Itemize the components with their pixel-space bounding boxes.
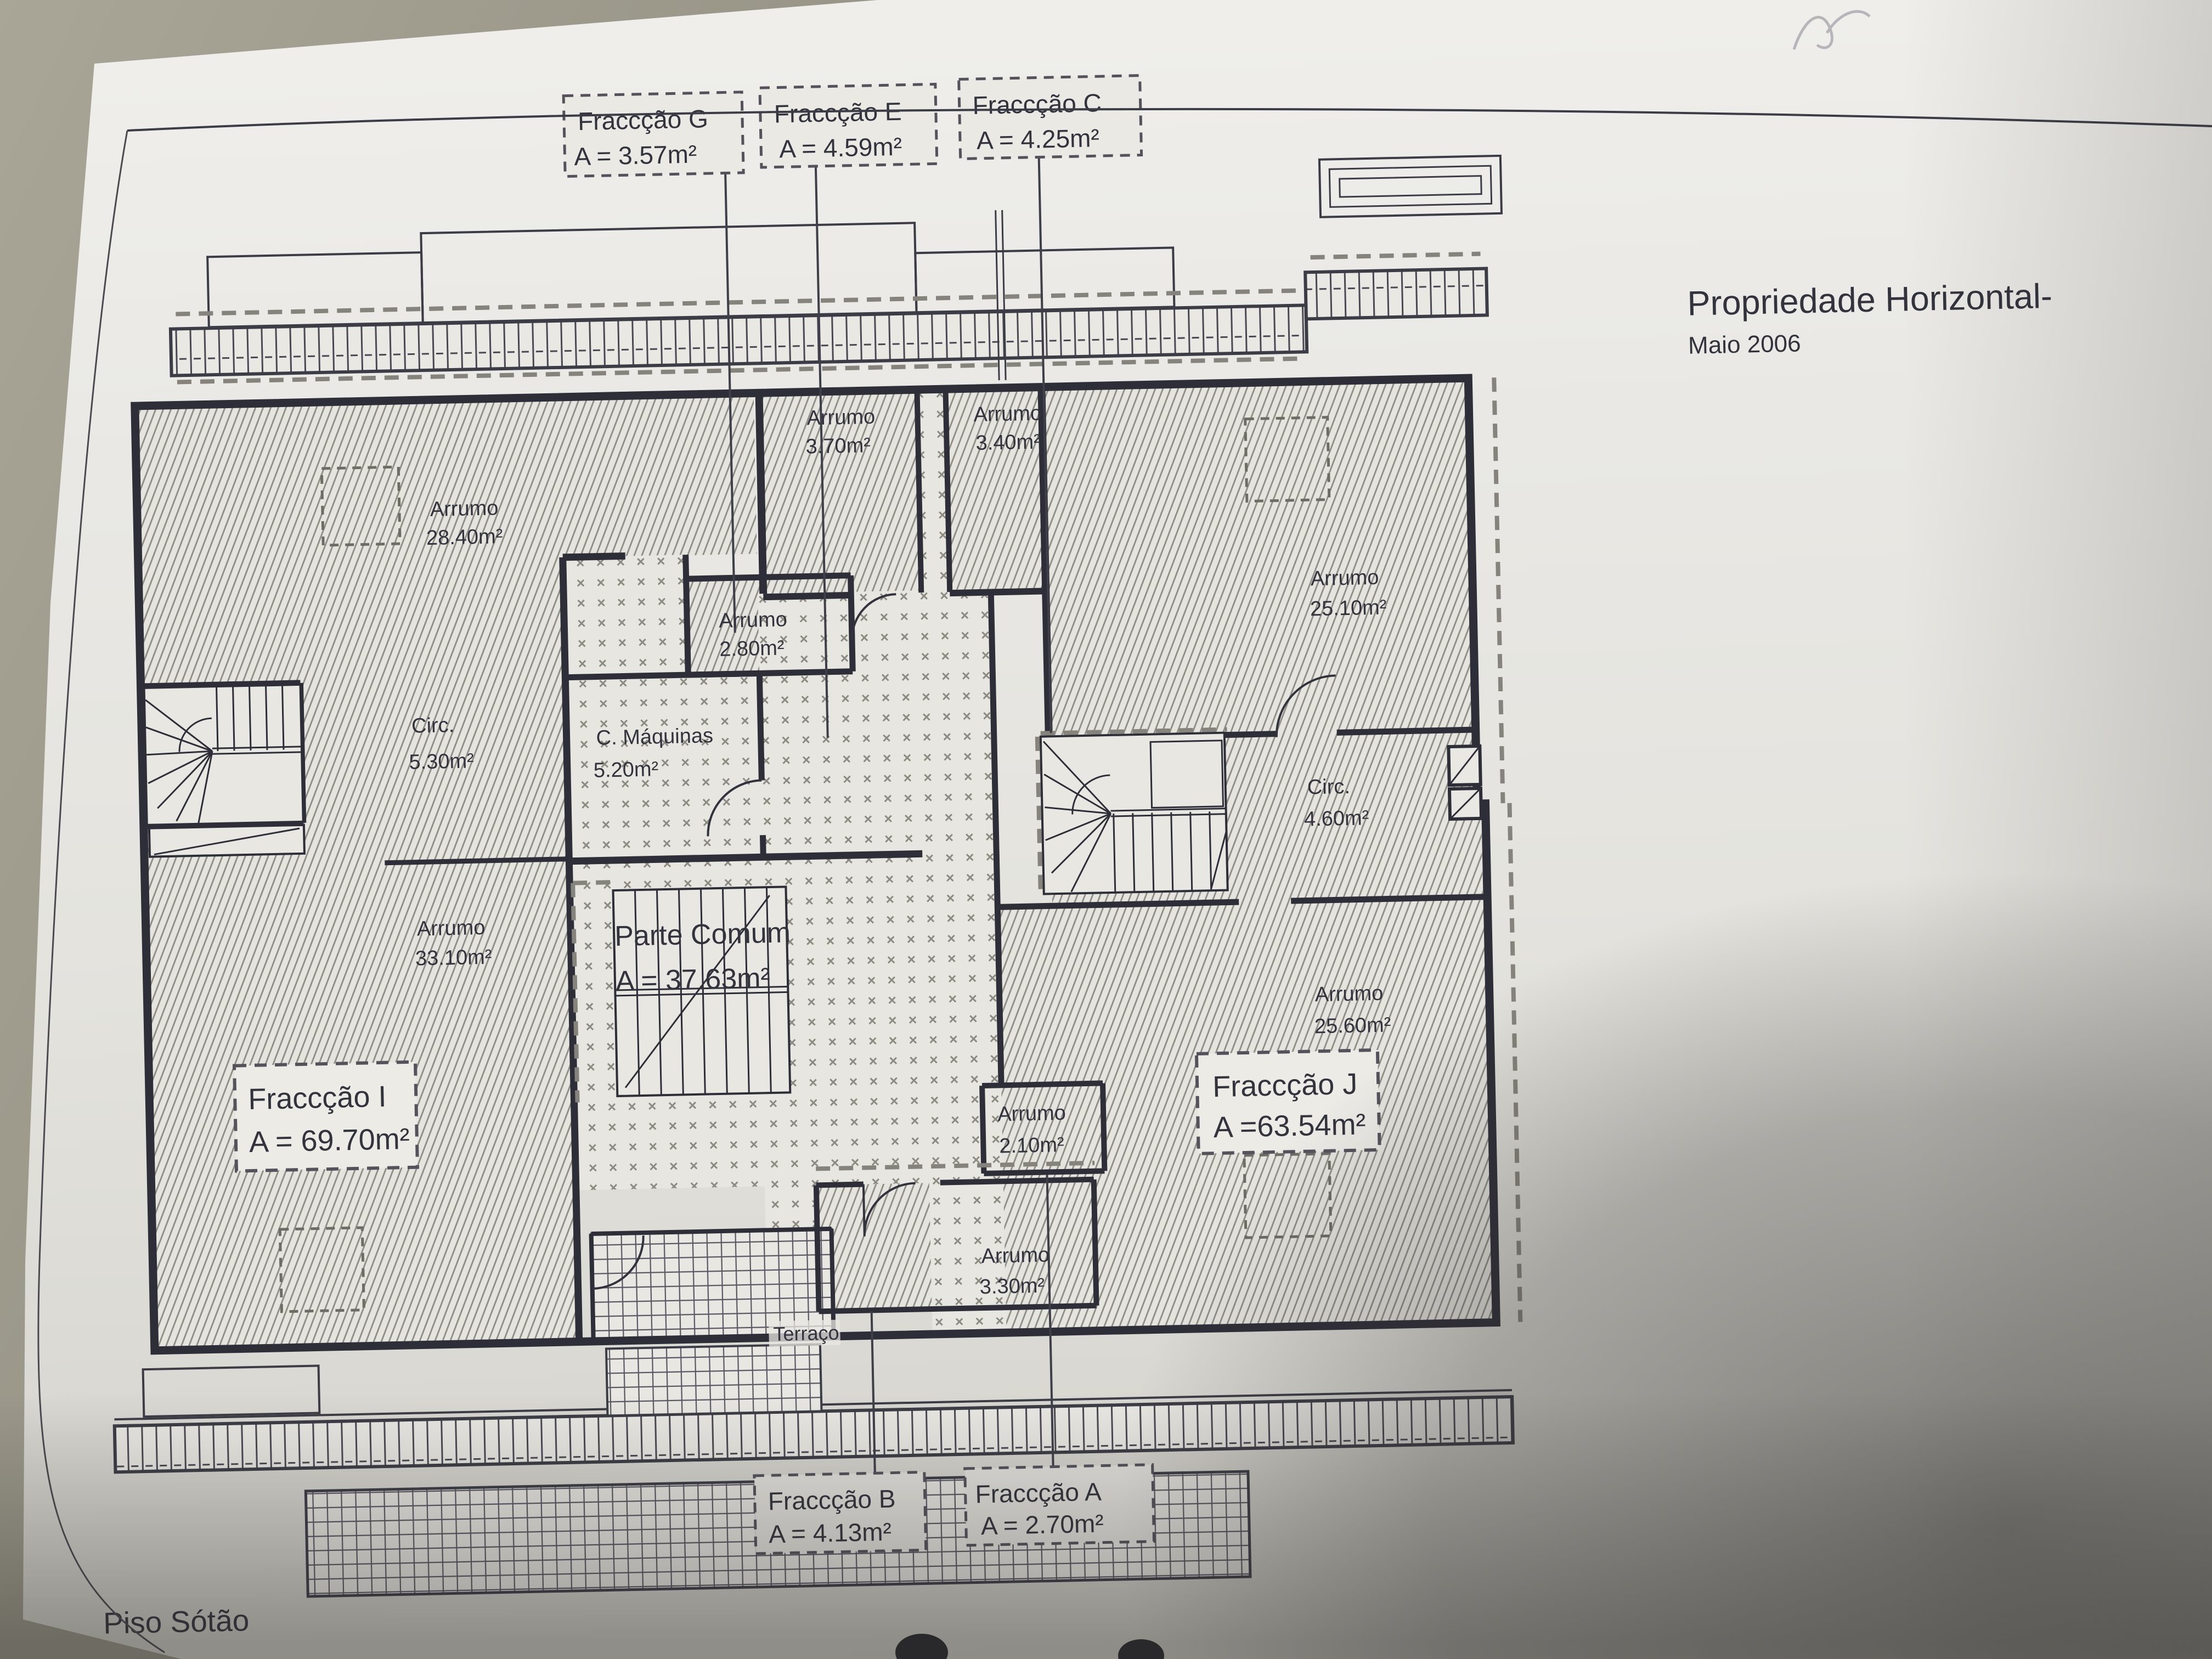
- room-arrumo-210-area: 2.10m²: [999, 1133, 1064, 1158]
- left-staircase: [143, 683, 306, 858]
- fraction-g-area: A = 3.57m²: [574, 140, 697, 171]
- fraction-box-e: Fraccção E A = 4.59m²: [758, 82, 939, 169]
- roof-parapet: [168, 154, 1503, 385]
- fraction-i-name: Fraccção I: [248, 1080, 387, 1116]
- punch-hole-left: [895, 1634, 948, 1659]
- room-arrumo-2510-label: Arrumo: [1310, 566, 1379, 591]
- room-arrumo-330-label: Arrumo: [981, 1244, 1049, 1268]
- fraction-g-name: Fraccção G: [578, 104, 709, 136]
- room-cmaquinas-area: 5.20m²: [593, 758, 658, 782]
- fraction-i-area: A = 69.70m²: [249, 1122, 410, 1159]
- room-circ-460-area: 4.60m²: [1304, 806, 1369, 831]
- parte-comum-area: A = 37.63m²: [615, 962, 770, 997]
- punch-hole-right: [1118, 1639, 1164, 1659]
- parte-comum-name: Parte Comum: [614, 917, 791, 952]
- fraction-a-name: Fraccção A: [975, 1477, 1102, 1509]
- drawing-rotated: Fraccção G A = 3.57m² Fraccção E A = 4.5…: [103, 74, 2053, 1640]
- room-arrumo-3310-label: Arrumo: [416, 916, 485, 941]
- room-arrumo-370-label: Arrumo: [806, 405, 875, 430]
- pencil-scribble: [1792, 10, 1871, 50]
- sheet-date: Maio 2006: [1688, 330, 1801, 359]
- fraction-b-name: Fraccção B: [768, 1485, 896, 1516]
- room-arrumo-210-label: Arrumo: [997, 1102, 1066, 1126]
- room-arrumo-2560-label: Arrumo: [1314, 982, 1383, 1007]
- fraction-b-area: A = 4.13m²: [769, 1517, 892, 1549]
- room-circ-460-label: Circ.: [1307, 775, 1350, 799]
- sheet-title: Propriedade Horizontal-: [1687, 277, 2053, 323]
- room-arrumo-2840-label: Arrumo: [430, 496, 498, 521]
- room-arrumo-2560-area: 25.60m²: [1314, 1013, 1391, 1038]
- room-arrumo-280-area: 2.80m²: [719, 636, 785, 661]
- punch-holes: [895, 1634, 1164, 1659]
- fraction-box-a: Fraccção A A = 2.70m²: [963, 1463, 1156, 1547]
- room-arrumo-2840-area: 28.40m²: [426, 525, 503, 550]
- fraction-j-area: A =63.54m²: [1213, 1108, 1366, 1144]
- fraction-a-area: A = 2.70m²: [980, 1509, 1104, 1541]
- fraction-c-area: A = 4.25m²: [976, 123, 1099, 155]
- shaft-boxes: [1447, 744, 1483, 821]
- fraction-box-g: Fraccção G A = 3.57m²: [562, 91, 745, 178]
- room-terraco-label: Terraço: [773, 1322, 839, 1346]
- room-arrumo-3310-area: 33.10m²: [415, 946, 492, 970]
- fraction-box-i: Fraccção I A = 69.70m²: [232, 1060, 420, 1173]
- right-staircase: [1039, 731, 1229, 895]
- fraction-e-area: A = 4.59m²: [779, 132, 902, 163]
- bottom-parapet-terrace: [112, 1343, 1515, 1598]
- room-arrumo-340-label: Arrumo: [973, 402, 1042, 426]
- fraction-j-name: Fraccção J: [1212, 1068, 1358, 1104]
- room-arrumo-330-area: 3.30m²: [979, 1274, 1045, 1299]
- room-cmaquinas-label: C. Máquinas: [596, 724, 713, 749]
- fraction-box-c: Fraccção C A = 4.25m²: [957, 74, 1143, 161]
- room-circ-530-area: 5.30m²: [409, 749, 474, 774]
- room-arrumo-370-area: 3.70m²: [805, 434, 871, 458]
- fraction-box-b: Fraccção B A = 4.13m²: [753, 1470, 928, 1555]
- fraction-box-j: Fraccção J A =63.54m²: [1194, 1048, 1381, 1155]
- room-arrumo-340-area: 3.40m²: [975, 431, 1041, 455]
- fraction-c-name: Fraccção C: [972, 88, 1102, 120]
- room-arrumo-280-label: Arrumo: [719, 608, 787, 633]
- room-arrumo-2510-area: 25.10m²: [1310, 596, 1387, 620]
- room-circ-530-label: Circ.: [411, 714, 455, 738]
